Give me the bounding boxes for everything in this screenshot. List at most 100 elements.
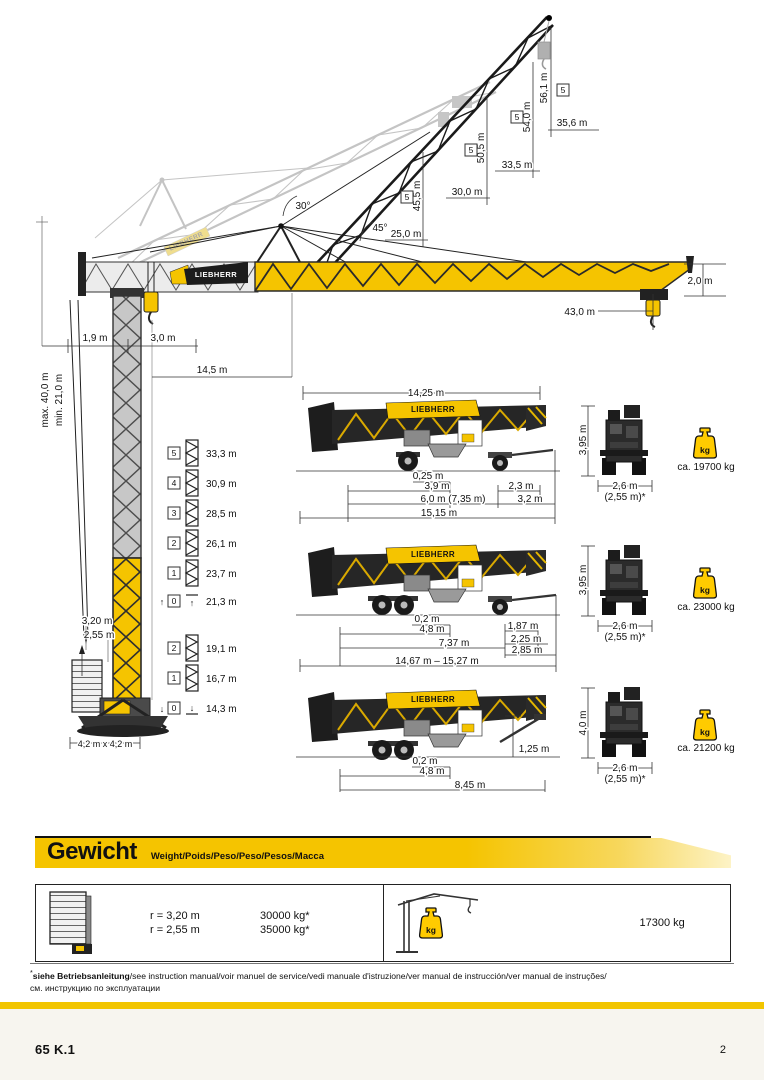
- section-height-label: 21,3 m: [206, 597, 237, 608]
- arrow-down-icon: ↓: [160, 704, 165, 714]
- dim-label: 4,0 m: [578, 710, 589, 735]
- bottom-yellow-rule: [0, 1002, 764, 1009]
- dim-label: 3,9 m: [424, 481, 449, 492]
- crane-elevation-and-transport-diagram: LIEBHERR kg: [36, 15, 736, 793]
- ballast-stack-icon: [49, 891, 92, 954]
- dim-label: 4,2 m x 4,2 m: [78, 739, 133, 749]
- dim-label: 8,45 m: [455, 780, 486, 791]
- dim-label: 45,5 m: [412, 181, 423, 212]
- dim-label: max. 40,0 m: [40, 372, 51, 427]
- section-height-label: 28,5 m: [206, 509, 237, 520]
- radius-value: r = 2,55 m: [150, 924, 200, 936]
- mast-section-icon: [184, 470, 199, 496]
- hook-height-dim-2: 54,0 m 5 33,5 m: [495, 62, 540, 178]
- dim-label: 30,0 m: [452, 187, 483, 198]
- ballast-weight-values: r = 3,20 m 30000 kg* r = 2,55 m 35000 kg…: [150, 910, 370, 936]
- section-badge: 3: [172, 508, 177, 518]
- section-badge: 5: [405, 192, 410, 202]
- section-height-label: 26,1 m: [206, 539, 237, 550]
- section-badge: 1: [172, 673, 177, 683]
- angle-label-30: 30°: [295, 201, 310, 212]
- mast-section-icon: [184, 560, 199, 586]
- section-badge: 2: [172, 643, 177, 653]
- transport-3-dimensions: 1,25 m 0,2 m 4,8 m 8,45 m: [339, 715, 551, 793]
- mast-section-icon: [184, 500, 199, 526]
- crane-model-label: 65 K.1: [35, 1042, 76, 1057]
- weight-value: 30000 kg*: [260, 910, 310, 922]
- section-badge: 5: [561, 85, 566, 95]
- section-badge: 1: [172, 568, 177, 578]
- dim-label: 0,2 m: [412, 756, 437, 767]
- footnote-translations: /see instruction manual/voir manuel de s…: [129, 970, 607, 981]
- raised-jib-45deg: [313, 15, 554, 278]
- section-badge: 5: [515, 112, 520, 122]
- left-dims: 1,9 m 3,0 m 14,5 m max. 40,0 m min. 21,0…: [36, 216, 293, 751]
- erected-crane-icon: [395, 893, 478, 953]
- arrow-up-icon: ↑: [160, 597, 165, 607]
- section-badge: 5: [469, 145, 474, 155]
- dim-label: min. 21,0 m: [54, 374, 65, 426]
- transport-config-2: 0,2 m 4,8 m 1,87 m 2,25 m 7,37 m 2,85 m …: [296, 544, 736, 672]
- mast-section-icon: [184, 530, 199, 556]
- dim-label: 2,0 m: [687, 276, 712, 287]
- transport-config-3: 1,25 m 0,2 m 4,8 m 8,45 m 4,0 m 2,6 m (2…: [296, 686, 736, 793]
- hook-height-dim-3: 50,5 m 5 30,0 m: [446, 96, 490, 205]
- dim-label: 2,55 m: [84, 630, 115, 641]
- dim-label: (2,55 m)*: [604, 632, 645, 643]
- page-number: 2: [719, 1044, 726, 1056]
- footnote: *siehe Betriebsanleitung/see instruction…: [30, 963, 734, 995]
- section-title: Gewicht: [47, 838, 137, 865]
- hook-height-dim-1: 56,1 m 5 35,6 m: [538, 28, 599, 137]
- ballast-weight-cell: r = 3,20 m 30000 kg* r = 2,55 m 35000 kg…: [36, 885, 383, 961]
- hook-height-dim-4: 45,5 m 5 25,0 m: [385, 152, 428, 247]
- dim-label: 2,6 m: [612, 763, 637, 774]
- section-badge: 5: [172, 448, 177, 458]
- dim-label: (2,55 m)*: [604, 774, 645, 785]
- dim-label: 4,8 m: [419, 766, 444, 777]
- dim-label: 14,67 m – 15,27 m: [395, 656, 478, 667]
- weight-value: 35000 kg*: [260, 924, 310, 936]
- dim-label: 1,87 m: [508, 621, 539, 632]
- tip-height-dim: 2,0 m: [684, 263, 726, 297]
- section-height-label: 14,3 m: [206, 704, 237, 715]
- dim-label: 14,5 m: [197, 365, 228, 376]
- dim-label: 2,85 m: [512, 645, 543, 656]
- footnote-bold: siehe Betriebsanleitung: [32, 970, 130, 981]
- dim-label: 15,15 m: [421, 508, 457, 519]
- section-height-label: 30,9 m: [206, 479, 237, 490]
- section-row: 4 30,9 m: [167, 469, 237, 497]
- jib-liebherr-logo: LIEBHERR: [195, 270, 237, 279]
- tower-head-guys: [91, 131, 541, 269]
- angle-arc-45: [359, 221, 374, 242]
- section-row: 2 26,1 m: [167, 529, 237, 557]
- tower-section-list-upper: 5 33,3 m 4 30,9 m 3 28,5 m 2: [160, 439, 237, 608]
- dim-label: 54,0 m: [522, 102, 533, 133]
- section-badge: 2: [172, 538, 177, 548]
- section-subtitle: Weight/Poids/Peso/Peso/Pesos/Масса: [150, 851, 325, 862]
- section-row: 3 28,5 m: [167, 499, 237, 527]
- dim-label: 7,37 m: [439, 638, 470, 649]
- dim-label: 2,3 m: [508, 481, 533, 492]
- ghost-jib-30deg: LIEBHERR: [94, 81, 497, 271]
- dim-label: 56,1 m: [539, 73, 550, 104]
- dim-label: 43,0 m: [564, 307, 595, 318]
- section-row: 5 33,3 m: [167, 439, 237, 467]
- section-row-base: ↑ 0 ↑ 21,3 m: [160, 594, 237, 608]
- transport-1-rear-dims: 3,95 m 2,6 m (2,55 m)*: [577, 405, 653, 505]
- section-height-label: 16,7 m: [206, 674, 237, 685]
- section-row: 1 16,7 m: [167, 664, 237, 692]
- dim-label: 0,25 m: [413, 471, 444, 482]
- angle-arc-30: [282, 195, 298, 217]
- section-badge: 0: [172, 703, 177, 713]
- arrow-down-icon: ↓: [190, 703, 195, 713]
- section-row: 1 23,7 m: [167, 559, 237, 587]
- transport-weight-label: ca. 23000 kg: [677, 602, 734, 613]
- footer-area: [0, 1009, 764, 1080]
- dim-label: 33,5 m: [502, 160, 533, 171]
- erected-crane-weight-cell: 17300 kg: [382, 885, 731, 961]
- gewicht-banner: Gewicht Weight/Poids/Peso/Peso/Pesos/Мас…: [35, 838, 731, 868]
- dim-label: 3,95 m: [578, 565, 589, 596]
- section-row: 2 19,1 m: [167, 634, 237, 662]
- dim-label: 25,0 m: [391, 229, 422, 240]
